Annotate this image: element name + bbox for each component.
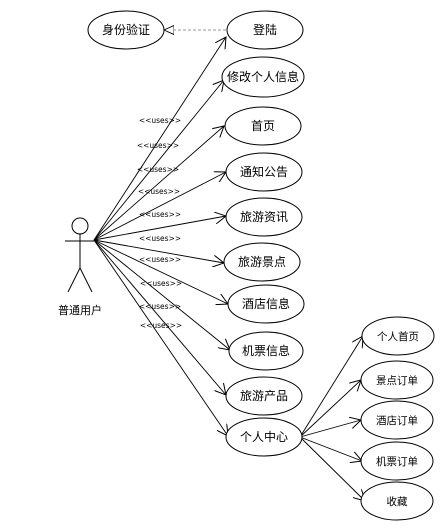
assoc-ticket-order: [299, 436, 362, 461]
use-case-ticket-info-label: 机票信息: [242, 343, 290, 358]
use-case-personal-center: 个人中心: [225, 417, 303, 457]
assoc-travel-info: [93, 216, 226, 241]
uses-label: <<uses>>: [139, 234, 181, 243]
use-case-travel-info-label: 旅游资讯: [240, 210, 288, 224]
use-case-personal-home: 个人首页: [361, 316, 435, 356]
use-case-travel-product-label: 旅游产品: [240, 389, 288, 403]
use-case-login-label: 登陆: [253, 22, 277, 37]
assoc-hotel-order: [299, 420, 361, 438]
actor-stick-figure: [65, 217, 95, 293]
use-case-favorites-label: 收藏: [387, 495, 408, 508]
uses-label: <<uses>>: [139, 116, 181, 125]
use-case-modify: 修改个人信息: [221, 56, 305, 98]
assoc-home: [93, 126, 224, 241]
use-case-ticket-order-label: 机票订单: [376, 455, 418, 468]
use-case-scenic-order-label: 景点订单: [376, 375, 418, 387]
assoc-ticket-info: [93, 239, 230, 350]
use-case-travel-product: 旅游产品: [225, 376, 303, 416]
use-case-personal-home-label: 个人首页: [377, 330, 419, 343]
uses-label: <<uses>>: [139, 210, 181, 219]
use-case-favorites: 收藏: [360, 481, 434, 521]
uses-label: <<uses>>: [139, 302, 181, 311]
assoc-personal-home: [299, 336, 363, 438]
use-case-modify-label: 修改个人信息: [227, 69, 299, 84]
assoc-login: [93, 37, 226, 241]
use-case-notice-label: 通知公告: [240, 165, 288, 179]
use-case-notice: 通知公告: [225, 152, 303, 192]
use-case-home: 首页: [224, 106, 302, 146]
use-case-hotel-order-label: 酒店订单: [376, 414, 418, 427]
use-case-auth: 身份验证: [87, 10, 165, 50]
use-case-personal-center-label: 个人中心: [240, 429, 288, 444]
use-case-scenic-order: 景点订单: [360, 360, 434, 400]
assoc-favorites: [299, 436, 365, 501]
assoc-modify: [93, 80, 224, 241]
uses-label: <<uses>>: [140, 279, 182, 288]
use-case-ticket-order: 机票订单: [360, 441, 434, 481]
sub-associations: [299, 336, 365, 501]
associations: [93, 37, 230, 436]
uses-labels: <<uses>> <<uses>> <<uses>> <<uses>> <<us…: [137, 116, 182, 330]
use-case-travel-info: 旅游资讯: [225, 197, 303, 237]
assoc-notice: [93, 172, 226, 241]
use-case-hotel-info: 酒店信息: [227, 284, 305, 324]
uses-label: <<uses>>: [138, 187, 180, 196]
assoc-personal-center: [93, 239, 228, 436]
use-case-ticket-info: 机票信息: [228, 331, 304, 371]
uses-label: <<uses>>: [137, 165, 179, 174]
assoc-travel-product: [93, 239, 226, 395]
use-case-hotel-order: 酒店订单: [360, 400, 434, 440]
use-case-auth-label: 身份验证: [102, 22, 150, 37]
uses-label: <<uses>>: [137, 141, 179, 150]
assoc-scenic-order: [299, 380, 361, 438]
uses-label: <<uses>>: [139, 255, 181, 264]
use-case-login: 登陆: [226, 10, 304, 50]
uses-label: <<uses>>: [140, 321, 182, 330]
use-case-scenic-label: 旅游景点: [238, 255, 286, 269]
use-case-home-label: 首页: [251, 119, 275, 133]
use-case-scenic: 旅游景点: [223, 242, 301, 282]
actor-label: 普通用户: [58, 303, 102, 317]
use-case-hotel-info-label: 酒店信息: [242, 296, 290, 311]
assoc-scenic: [93, 239, 224, 263]
assoc-hotel-info: [93, 239, 228, 304]
